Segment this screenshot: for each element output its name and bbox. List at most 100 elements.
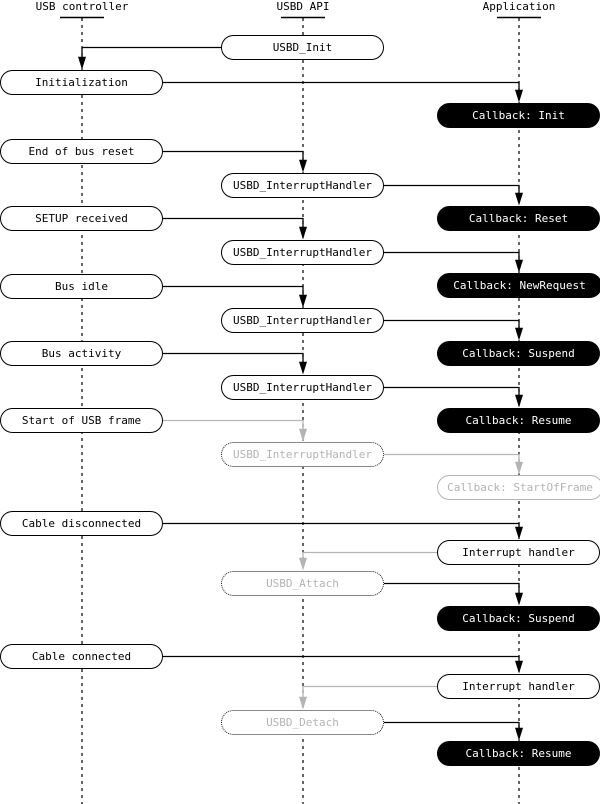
node-label: Callback: StartOfFrame bbox=[447, 481, 593, 494]
node-usbd-init[interactable]: USBD_Init bbox=[221, 35, 384, 60]
node-usbd-attach[interactable]: USBD_Attach bbox=[221, 571, 384, 596]
node-callback-newrequest[interactable]: Callback: NewRequest bbox=[437, 273, 600, 298]
flow-start-of-usb-frame-to-handler bbox=[163, 419, 308, 442]
node-interrupt-handler-2[interactable]: USBD_InterruptHandler bbox=[221, 240, 384, 265]
node-label: Bus activity bbox=[41, 347, 122, 360]
node-callback-resume-1[interactable]: Callback: Resume bbox=[437, 408, 600, 433]
flow-handler2-to-callback-newrequest bbox=[384, 251, 524, 273]
node-label: USBD_Detach bbox=[266, 716, 339, 729]
node-label: End of bus reset bbox=[28, 145, 135, 158]
flow-arrowhead bbox=[514, 727, 524, 741]
flow-path bbox=[384, 184, 520, 194]
flow-path bbox=[384, 319, 520, 329]
flow-path bbox=[163, 217, 304, 228]
lifeline-label-usbd-api: USBD API bbox=[276, 0, 330, 13]
flow-arrowhead bbox=[298, 361, 308, 375]
node-callback-init[interactable]: Callback: Init bbox=[437, 103, 600, 128]
flow-arrowhead bbox=[514, 526, 524, 540]
node-label: Callback: Suspend bbox=[462, 347, 575, 360]
node-callback-reset[interactable]: Callback: Reset bbox=[437, 206, 600, 231]
node-interrupt-handler-b[interactable]: Interrupt handler bbox=[437, 674, 600, 699]
flow-path bbox=[384, 251, 520, 261]
flow-path bbox=[163, 352, 304, 363]
node-interrupt-handler-4[interactable]: USBD_InterruptHandler bbox=[221, 375, 384, 400]
node-interrupt-handler-3[interactable]: USBD_InterruptHandler bbox=[221, 308, 384, 333]
node-end-of-bus-reset[interactable]: End of bus reset bbox=[0, 139, 163, 164]
node-label: USBD_InterruptHandler bbox=[232, 314, 373, 327]
node-label: Interrupt handler bbox=[462, 546, 575, 559]
node-label: USBD_InterruptHandler bbox=[232, 246, 373, 259]
flow-usbd-attach-to-callback-suspend bbox=[384, 582, 524, 606]
node-label: Callback: NewRequest bbox=[453, 279, 586, 292]
flow-arrowhead bbox=[514, 592, 524, 606]
flow-arrowhead bbox=[514, 192, 524, 206]
node-label: USBD_InterruptHandler bbox=[232, 381, 373, 394]
flow-arrowhead bbox=[298, 226, 308, 240]
flow-handler4-to-callback-resume bbox=[384, 386, 524, 408]
flow-cable-disconnected-to-interrupt-handler bbox=[163, 522, 524, 540]
node-label: USBD_InterruptHandler bbox=[232, 448, 373, 461]
node-label: Callback: Resume bbox=[465, 747, 572, 760]
node-interrupt-handler-a[interactable]: Interrupt handler bbox=[437, 540, 600, 565]
flow-path bbox=[163, 81, 520, 91]
node-usbd-detach[interactable]: USBD_Detach bbox=[221, 710, 384, 735]
flow-arrowhead bbox=[298, 557, 308, 571]
flow-interrupt-handler-a-to-usbd-attach bbox=[298, 551, 437, 571]
node-label: Initialization bbox=[35, 76, 128, 89]
flow-arrowhead bbox=[514, 660, 524, 674]
node-bus-idle[interactable]: Bus idle bbox=[0, 274, 163, 299]
node-label: Cable disconnected bbox=[21, 517, 142, 530]
flow-path bbox=[163, 285, 304, 296]
node-label: Callback: Resume bbox=[465, 414, 572, 427]
node-callback-suspend-1[interactable]: Callback: Suspend bbox=[437, 341, 600, 366]
node-label: USBD_InterruptHandler bbox=[232, 179, 373, 192]
node-setup-received[interactable]: SETUP received bbox=[0, 206, 163, 231]
node-callback-resume-2[interactable]: Callback: Resume bbox=[437, 741, 600, 766]
flow-path bbox=[163, 150, 304, 161]
node-callback-suspend-2[interactable]: Callback: Suspend bbox=[437, 606, 600, 631]
node-label: Callback: Suspend bbox=[462, 612, 575, 625]
flow-path bbox=[163, 522, 520, 528]
flow-path bbox=[302, 685, 437, 698]
node-label: Interrupt handler bbox=[462, 680, 575, 693]
node-label: Cable connected bbox=[31, 650, 132, 663]
flow-path bbox=[384, 582, 520, 594]
flow-path bbox=[302, 551, 437, 559]
flow-arrowhead bbox=[298, 159, 308, 173]
flow-cable-connected-to-interrupt-handler bbox=[163, 655, 524, 674]
flow-path bbox=[163, 655, 520, 662]
node-cable-disconnected[interactable]: Cable disconnected bbox=[0, 511, 163, 536]
node-label: Callback: Init bbox=[472, 109, 565, 122]
node-label: USBD_Attach bbox=[266, 577, 339, 590]
flow-usbd-detach-to-callback-resume bbox=[384, 721, 524, 741]
node-start-of-usb-frame[interactable]: Start of USB frame bbox=[0, 408, 163, 433]
node-callback-startofframe[interactable]: Callback: StartOfFrame bbox=[437, 475, 600, 500]
flow-path bbox=[163, 419, 304, 430]
node-bus-activity[interactable]: Bus activity bbox=[0, 341, 163, 366]
flow-usbd-init-to-initialization bbox=[77, 46, 221, 70]
node-interrupt-handler-5[interactable]: USBD_InterruptHandler bbox=[221, 442, 384, 467]
flow-interrupt-handler-b-to-usbd-detach bbox=[298, 685, 437, 710]
flow-end-of-bus-reset-to-handler bbox=[163, 150, 308, 173]
flow-arrowhead bbox=[514, 461, 524, 475]
flow-handler5-to-callback-startofframe bbox=[384, 453, 524, 475]
node-label: Start of USB frame bbox=[21, 414, 142, 427]
node-interrupt-handler-1[interactable]: USBD_InterruptHandler bbox=[221, 173, 384, 198]
node-initialization[interactable]: Initialization bbox=[0, 70, 163, 95]
node-label: USBD_Init bbox=[272, 41, 333, 54]
flow-arrowhead bbox=[514, 327, 524, 341]
flow-arrowhead bbox=[298, 428, 308, 442]
flow-handler1-to-callback-reset bbox=[384, 184, 524, 206]
node-cable-connected[interactable]: Cable connected bbox=[0, 644, 163, 669]
flow-arrowhead bbox=[514, 394, 524, 408]
flow-arrowhead bbox=[77, 56, 87, 70]
node-label: Callback: Reset bbox=[468, 212, 569, 225]
lifeline-label-usb-controller: USB controller bbox=[35, 0, 129, 13]
flow-initialization-to-callback-init bbox=[163, 81, 524, 103]
node-label: SETUP received bbox=[35, 212, 128, 225]
flow-handler3-to-callback-suspend bbox=[384, 319, 524, 341]
flow-arrowhead bbox=[298, 696, 308, 710]
lifeline-label-application: Application bbox=[482, 0, 556, 13]
flow-arrowhead bbox=[514, 89, 524, 103]
